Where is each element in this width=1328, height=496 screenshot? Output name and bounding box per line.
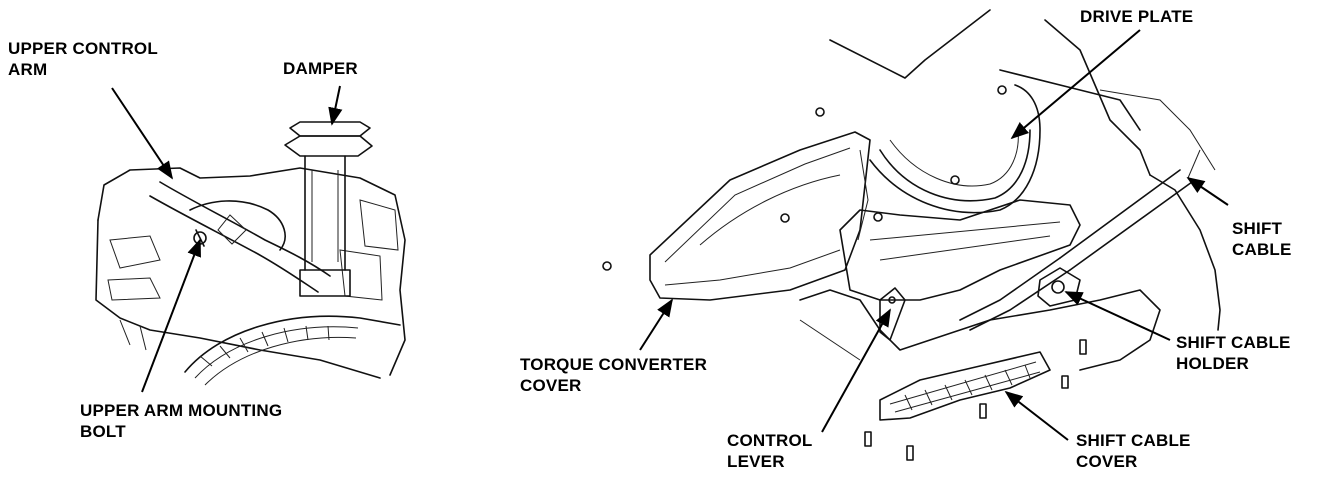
drive-plate-leader [1010,29,1141,140]
shift-cable-cover-leader [1004,390,1069,441]
transmission-illustration [602,9,1221,461]
upper-control-arm-label: UPPER CONTROL ARM [8,38,158,80]
drive-plate-label-text: DRIVE PLATE [1080,7,1194,26]
damper-label-text: DAMPER [283,59,358,78]
upper-arm-mounting-bolt-label: UPPER ARM MOUNTING BOLT [80,400,282,442]
shift-cable-cover-label-line2: COVER [1076,452,1138,471]
shift-cable-label-line1: SHIFT [1232,219,1283,238]
torque-converter-cover-label: TORQUE CONVERTER COVER [520,354,707,396]
upper-control-arm-shape [149,181,331,293]
torque-converter-cover-label-line1: TORQUE CONVERTER [520,355,708,374]
control-lever-label-line1: CONTROL [727,431,813,450]
upper-arm-mounting-bolt-shape [193,229,207,247]
torque-converter-cover-leader [639,298,673,351]
shift-cable-shape [959,149,1201,331]
control-lever-leader [821,308,891,433]
shift-cable-cover-label: SHIFT CABLE COVER [1076,430,1191,472]
damper-shape [284,121,373,297]
drive-plate-label: DRIVE PLATE [1080,6,1193,27]
torque-converter-cover-label-line2: COVER [520,376,582,395]
shift-cable-holder-label-line1: SHIFT CABLE [1176,333,1291,352]
shift-cable-holder-label-line2: HOLDER [1176,354,1249,373]
upper-arm-mounting-bolt-label-line2: BOLT [80,422,126,441]
shift-cable-cover-label-line1: SHIFT CABLE [1076,431,1191,450]
shift-cable-holder-leader [1064,291,1171,341]
control-lever-label: CONTROL LEVER [727,430,812,472]
shift-cable-label: SHIFT CABLE [1232,218,1292,260]
torque-converter-cover-shape [649,131,871,301]
damper-label: DAMPER [283,58,358,79]
suspension-illustration [95,121,406,386]
upper-control-arm-label-line2: ARM [8,60,48,79]
shift-cable-leader [1186,176,1229,206]
damper-leader [328,85,343,126]
upper-control-arm-leader [111,87,173,180]
shift-cable-label-line2: CABLE [1232,240,1292,259]
shift-cable-cover-shape [879,351,1051,421]
control-lever-label-line2: LEVER [727,452,785,471]
control-lever-shape [879,287,906,341]
drive-plate-shape [869,84,1041,214]
upper-control-arm-label-line1: UPPER CONTROL [8,39,158,58]
shift-cable-holder-label: SHIFT CABLE HOLDER [1176,332,1291,374]
upper-arm-mounting-bolt-leader [141,238,201,393]
upper-arm-mounting-bolt-label-line1: UPPER ARM MOUNTING [80,401,283,420]
